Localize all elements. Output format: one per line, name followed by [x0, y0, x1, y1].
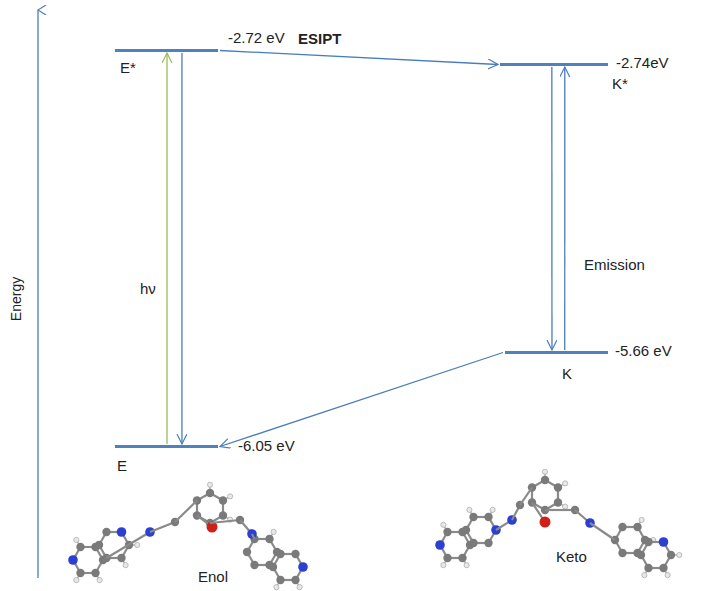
- level-label: K: [562, 365, 572, 383]
- level-label: -5.66 eV: [615, 342, 672, 360]
- edge-label: hν: [138, 280, 158, 298]
- energy-level: -2.74eVK*: [500, 63, 608, 66]
- level-label: -2.72 eV: [228, 29, 285, 47]
- molecule-label: Enol: [198, 568, 228, 586]
- edge-label: Emission: [582, 256, 647, 274]
- axis-label: Energy: [7, 277, 25, 321]
- level-label: E*: [120, 59, 136, 77]
- energy-axis: [37, 10, 38, 578]
- transition-arrow: [551, 67, 552, 350]
- molecule-models: [68, 469, 682, 590]
- level-label: -2.74eV: [616, 54, 669, 72]
- level-label: K*: [612, 75, 628, 93]
- transition-arrow: [564, 67, 565, 350]
- transition-arrow: [220, 353, 503, 447]
- level-label: -6.05 eV: [238, 437, 295, 455]
- energy-level: E-6.05 eV: [115, 445, 218, 448]
- energy-level: -5.66 eVK: [505, 351, 608, 354]
- energy-level: E*-2.72 eV: [115, 49, 218, 52]
- level-label: E: [117, 457, 127, 475]
- edge-label: ESIPT: [296, 30, 343, 48]
- transition-arrow: [220, 51, 498, 65]
- transition-arrow: [166, 53, 167, 444]
- molecule-label: Keto: [556, 548, 587, 566]
- transition-arrow: [181, 53, 182, 444]
